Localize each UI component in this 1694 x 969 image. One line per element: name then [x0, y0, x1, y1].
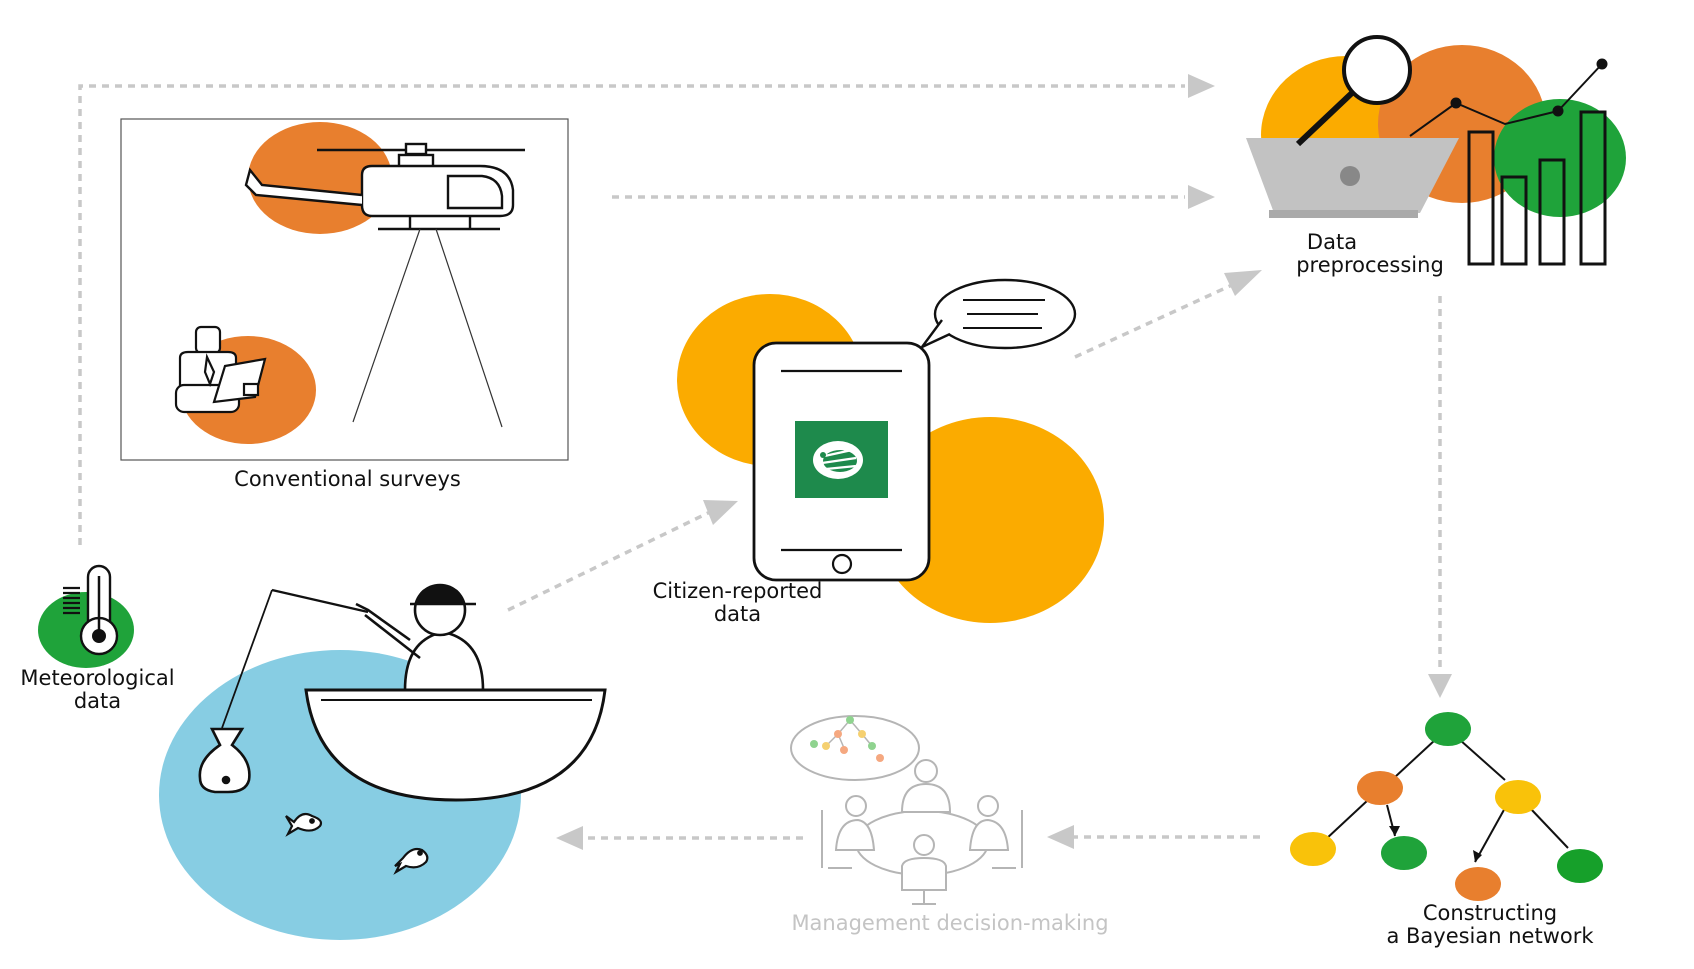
conventional-surveys-label: Conventional surveys — [234, 467, 461, 491]
speech-bubble-icon — [921, 278, 1077, 350]
fish-icon — [285, 812, 323, 837]
bayesian-network-icon — [1290, 712, 1603, 901]
meeting-icon — [790, 715, 1023, 905]
fisher-boat-icon — [159, 583, 607, 940]
flow-arrows — [78, 84, 1442, 840]
bar-chart-icon — [1409, 58, 1608, 266]
survey-beam — [352, 228, 503, 428]
data-preprocessing-label: Data preprocessing — [1296, 230, 1444, 277]
fish-icon — [393, 847, 429, 875]
network-node — [1557, 849, 1603, 883]
thermometer-icon — [38, 564, 134, 668]
arrow-heads — [556, 74, 1452, 850]
fish-trap-icon — [198, 727, 251, 794]
network-node — [1381, 836, 1427, 870]
arrowhead-1 — [1188, 74, 1215, 98]
arrowhead-6 — [1047, 825, 1074, 849]
network-node — [1495, 780, 1541, 814]
citizen-reported-data-label: Citizen-reported data — [652, 579, 823, 626]
network-node — [1455, 867, 1501, 901]
management-decision-making-label: Management decision-making — [791, 911, 1109, 935]
helicopter-icon — [244, 142, 525, 231]
data-preprocessing-panel — [1246, 35, 1626, 266]
laptop-icon — [1246, 138, 1459, 218]
arrow-meteorological-to-preprocessing — [78, 84, 1185, 545]
surveyor-icon — [174, 325, 267, 414]
network-node — [1357, 771, 1403, 805]
magnifier-icon — [1295, 35, 1412, 147]
citizen-reported-panel — [677, 278, 1104, 623]
arrow-citizen-to-preprocessing — [1074, 283, 1233, 359]
arrowhead-7 — [556, 826, 583, 850]
arrowhead-4 — [703, 500, 738, 525]
arrowhead-5 — [1428, 674, 1452, 698]
network-node — [1290, 832, 1336, 866]
meteorological-data-label: Meteorological data — [20, 666, 175, 713]
app-logo-icon — [795, 421, 888, 498]
network-node — [1425, 712, 1471, 746]
constructing-bayesian-network-label: Constructing a Bayesian network — [1386, 901, 1594, 948]
arrowhead-3 — [1224, 270, 1262, 296]
arrowhead-2 — [1188, 185, 1215, 209]
arrow-fisher-to-citizen — [507, 510, 711, 612]
conventional-surveys-panel — [120, 118, 569, 461]
